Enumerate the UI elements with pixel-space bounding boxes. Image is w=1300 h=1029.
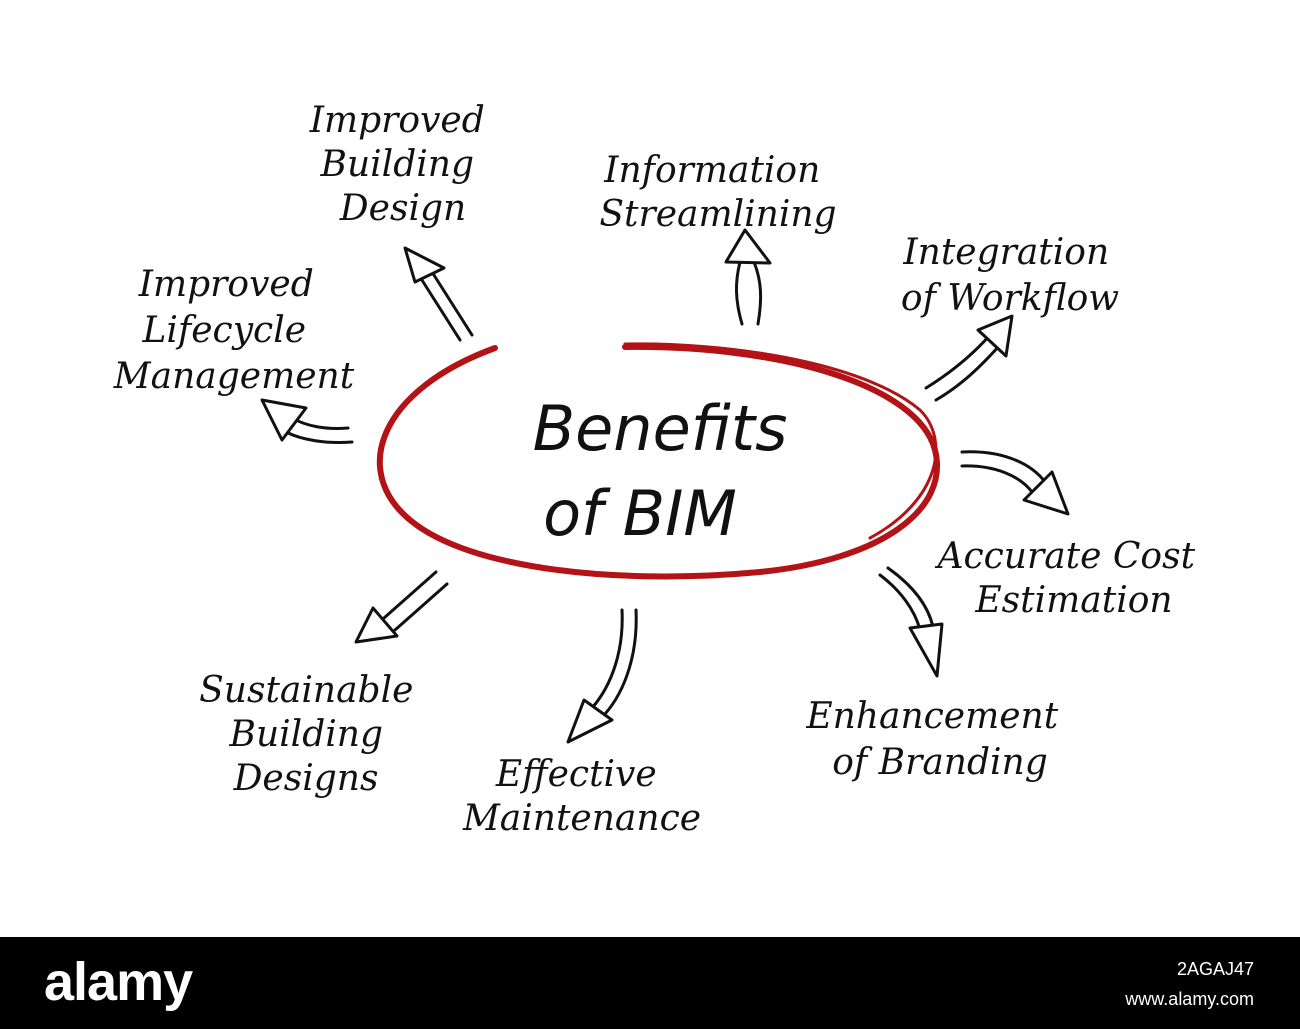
benefit-line: Maintenance (462, 798, 701, 839)
benefit-integration-of-workflow: Integration of Workflow (901, 232, 1121, 319)
benefit-line: Estimation (974, 580, 1172, 621)
arrow-integration-of-workflow (924, 314, 1014, 402)
benefit-line: of Branding (832, 742, 1048, 783)
site-url: www.alamy.com (1125, 989, 1254, 1009)
benefit-line: Improved (138, 264, 314, 305)
benefit-information-streamlining: Information Streamlining (599, 150, 836, 235)
image-id-label: 2AGAJ47 (1176, 959, 1254, 979)
center-title-line2: of BIM (543, 477, 737, 550)
benefit-line: Lifecycle (142, 310, 307, 351)
arrow-improved-lifecycle-management (260, 398, 354, 444)
benefit-line: Information (603, 150, 820, 191)
benefit-line: Building (229, 714, 383, 755)
benefit-accurate-cost-estimation: Accurate Cost Estimation (934, 536, 1206, 621)
stock-footer-bar: alamy 2AGAJ47 www.alamy.com (0, 937, 1300, 1029)
arrow-effective-maintenance (566, 608, 638, 744)
arrow-enhancement-of-branding (878, 566, 944, 678)
benefit-line: of Workflow (901, 278, 1119, 319)
center-ellipse (376, 342, 940, 580)
benefit-effective-maintenance: Effective Maintenance (462, 754, 701, 839)
benefit-line: Design (339, 188, 466, 229)
benefit-line: Accurate Cost (934, 536, 1195, 577)
alamy-logo: alamy (44, 952, 193, 1012)
benefit-line: Management (113, 356, 355, 397)
benefit-line: Building (320, 144, 474, 185)
benefit-line: Sustainable (199, 670, 413, 711)
arrow-information-streamlining (724, 228, 772, 326)
benefit-improved-building-design: Improved Building Design (309, 100, 496, 229)
center-title-line1: Benefits (533, 392, 788, 465)
benefit-line: Designs (233, 758, 379, 799)
benefits-diagram: Benefits of BIM (113, 100, 1206, 839)
arrow-accurate-cost-estimation (960, 450, 1070, 516)
benefit-line: Improved (309, 100, 485, 141)
benefit-line: Integration (902, 232, 1109, 273)
arrow-sustainable-building-designs (354, 570, 449, 644)
benefit-line: Enhancement (805, 696, 1058, 737)
benefit-sustainable-building-designs: Sustainable Building Designs (199, 670, 425, 799)
benefit-improved-lifecycle-management: Improved Lifecycle Management (113, 264, 355, 397)
benefit-line: Streamlining (599, 194, 836, 235)
benefit-line: Effective (495, 754, 657, 795)
benefit-enhancement-of-branding: Enhancement of Branding (805, 696, 1069, 783)
diagram-canvas: Benefits of BIM (112, 100, 1206, 839)
arrow-improved-building-design (403, 246, 474, 342)
